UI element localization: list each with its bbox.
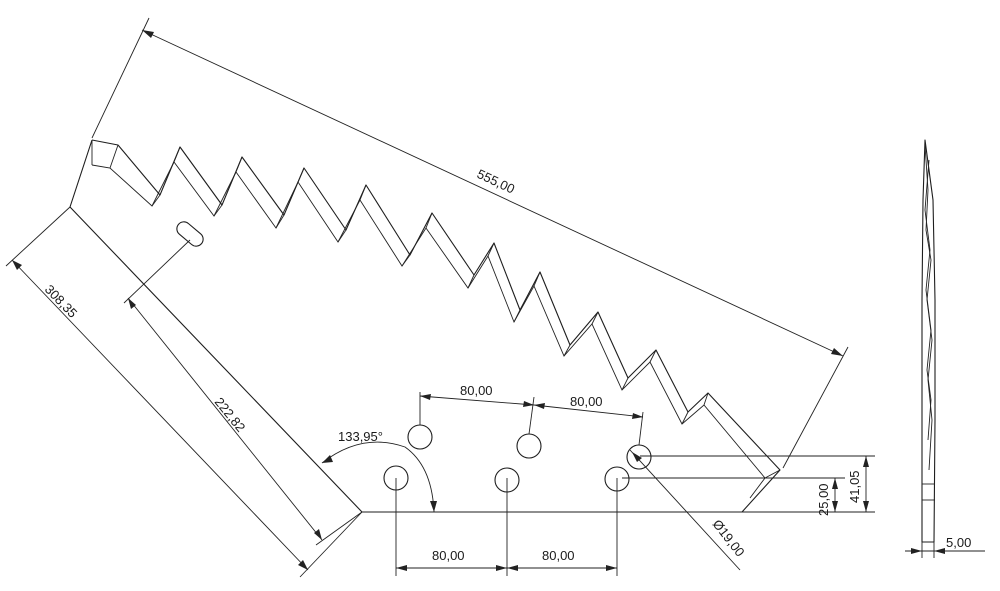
dim-lower-spacing: 80,00 80,00 — [395, 478, 618, 576]
dim-hole-diameter: Ø19,00 — [629, 449, 748, 571]
dim-length-left-label: 308,35 — [42, 282, 80, 321]
elongated-slot — [176, 221, 204, 247]
dim-thickness-label: 5,00 — [946, 535, 971, 550]
dim-lower-spacing-2-label: 80,00 — [542, 548, 575, 563]
blade-serrated-edge — [91, 139, 781, 513]
dim-angle: 133,95° — [321, 429, 437, 513]
side-view: 5,00 — [905, 139, 985, 558]
dim-length-top: 555,00 — [91, 17, 849, 469]
blade-back-edge — [69, 139, 742, 513]
tooth-facets — [91, 140, 781, 479]
dim-slot-distance: 222,82 — [123, 239, 363, 546]
dim-lower-spacing-1-label: 80,00 — [432, 548, 465, 563]
dim-slot-distance-label: 222,82 — [212, 394, 249, 434]
dim-length-left: 308,35 — [5, 206, 363, 578]
dim-angle-label: 133,95° — [338, 429, 383, 444]
upper-hole-1 — [407, 424, 433, 450]
blade-outline — [69, 139, 781, 513]
dim-offset-41-label: 41,05 — [847, 470, 862, 503]
dim-upper-spacing-2-label: 80,00 — [570, 394, 603, 409]
dim-hole-diameter-label: Ø19,00 — [710, 517, 748, 560]
mounting-features — [176, 221, 652, 493]
dim-offset-25-label: 25,00 — [816, 483, 831, 516]
dim-vertical-offsets: 25,00 41,05 — [622, 455, 875, 516]
side-view-profile — [921, 139, 936, 543]
upper-hole-2 — [516, 433, 542, 459]
dim-length-top-label: 555,00 — [475, 166, 517, 196]
dim-upper-spacing-1-label: 80,00 — [460, 383, 493, 398]
blade-bevel-line — [91, 161, 766, 499]
dim-upper-spacing: 80,00 80,00 — [419, 383, 644, 446]
